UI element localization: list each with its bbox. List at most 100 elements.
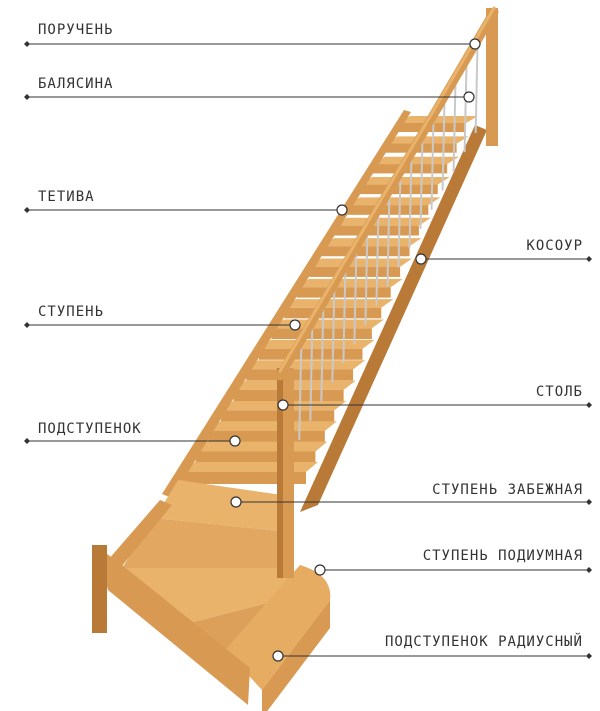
step-riser — [296, 287, 391, 298]
base-corner-post — [92, 545, 107, 633]
step-tread — [347, 197, 441, 206]
base-side-board — [95, 545, 250, 705]
base-stringer-link — [108, 500, 172, 566]
label-stringer-center: КОСОУР — [526, 238, 583, 254]
flight-step — [233, 380, 356, 402]
handrail-highlight — [278, 6, 496, 373]
label-handrail: ПОРУЧЕНЬ — [38, 22, 114, 38]
flight-step — [372, 156, 460, 174]
step-riser — [385, 143, 457, 153]
step-tread — [258, 339, 375, 349]
flight-step — [322, 238, 422, 257]
baluster — [386, 192, 391, 287]
step-riser — [309, 266, 401, 277]
step-tread — [398, 116, 478, 123]
baluster — [419, 134, 424, 229]
flight-step — [271, 319, 384, 340]
baluster — [474, 38, 479, 133]
leader-end-handrail — [24, 41, 30, 47]
step-riser — [284, 307, 382, 319]
flight-step — [309, 258, 413, 277]
callout-point-riser — [229, 435, 241, 447]
flight-step — [398, 116, 478, 132]
label-riser: ПОДСТУПЕНОК — [38, 421, 142, 437]
callout-point-stringer-side — [336, 204, 348, 216]
baluster — [320, 307, 325, 402]
baluster — [298, 345, 303, 440]
step-riser — [334, 225, 419, 236]
label-post: СТОЛБ — [535, 384, 583, 400]
flight-step — [385, 136, 469, 153]
leader-end-winder-step — [586, 499, 592, 505]
step-tread — [322, 238, 422, 247]
baluster — [342, 269, 347, 364]
callout-point-podium-step — [314, 564, 326, 576]
leader-end-radius-riser — [586, 653, 592, 659]
step-tread — [309, 258, 413, 267]
kosour-stringer — [300, 125, 487, 512]
baluster — [331, 288, 336, 383]
callout-point-baluster — [463, 91, 475, 103]
winder-step-1 — [155, 480, 288, 532]
step-riser — [372, 164, 448, 174]
baluster — [430, 115, 435, 210]
step-tread — [208, 421, 337, 431]
winder-step-2 — [122, 518, 292, 568]
flight-step — [208, 421, 337, 443]
step-riser — [195, 451, 316, 464]
callout-point-post — [277, 399, 289, 411]
label-radius-riser: ПОДСТУПЕНОК РАДИУСНЫЙ — [384, 634, 583, 650]
step-tread — [233, 380, 356, 390]
step-tread — [385, 136, 469, 144]
step-riser — [322, 246, 410, 257]
leader-end-step — [24, 322, 30, 328]
label-stringer-side: ТЕТИВА — [38, 189, 95, 205]
step-riser — [208, 430, 325, 443]
flight-step — [183, 462, 318, 484]
baluster — [408, 154, 413, 249]
callout-point-radius-riser — [272, 650, 284, 662]
step-riser — [360, 184, 438, 195]
leader-end-riser — [24, 438, 30, 444]
leader-end-podium-step — [586, 567, 592, 573]
label-baluster: БАЛЯСИНА — [38, 76, 114, 92]
step-tread — [334, 217, 431, 226]
baluster — [452, 77, 457, 172]
staircase-illustration — [92, 6, 499, 711]
callout-point-winder-step — [230, 496, 242, 508]
callout-lines — [24, 38, 592, 662]
step-tread — [246, 360, 366, 370]
baluster — [364, 230, 369, 325]
flight-step — [347, 197, 441, 215]
newel-post-bottom-shade — [277, 368, 283, 578]
callout-point-step — [289, 319, 301, 331]
flight-step — [360, 177, 450, 195]
baluster — [375, 211, 380, 306]
newel-post-top — [486, 8, 498, 146]
flight-step — [195, 441, 328, 464]
baluster — [441, 96, 446, 191]
flight-step — [246, 360, 366, 381]
tetiva-stringer — [162, 110, 411, 498]
label-step: СТУПЕНЬ — [38, 304, 105, 320]
leader-end-post — [586, 402, 592, 408]
podium-step-top — [225, 565, 331, 690]
flight-step — [334, 217, 431, 236]
step-riser — [271, 328, 372, 340]
step-riser — [347, 205, 429, 215]
callout-point-stringer-center — [415, 253, 427, 265]
leader-end-stringer-side — [24, 207, 30, 213]
flight-step — [258, 339, 375, 360]
leader-end-baluster — [24, 94, 30, 100]
step-tread — [195, 441, 328, 452]
step-riser — [183, 472, 306, 484]
callout-point-handrail — [469, 38, 481, 50]
step-riser — [258, 348, 363, 360]
handrail — [275, 7, 499, 381]
step-tread — [183, 462, 318, 472]
step-riser — [246, 369, 354, 381]
baluster — [353, 250, 358, 345]
step-tread — [372, 156, 460, 165]
step-riser — [398, 123, 466, 132]
